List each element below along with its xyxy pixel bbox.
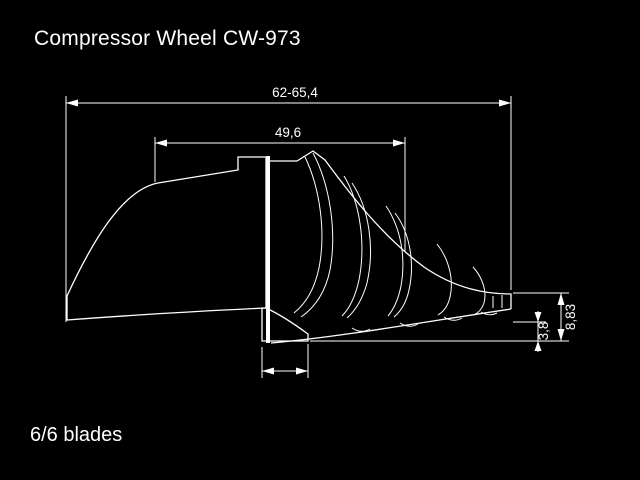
- disc-scallop-4: [480, 311, 498, 316]
- blade-profile-3-inner: [385, 205, 404, 317]
- arrowhead-top: [534, 312, 542, 322]
- arrowhead-right: [499, 99, 511, 107]
- blade-profile-5: [472, 266, 486, 316]
- blade-profile-2: [346, 182, 371, 319]
- dimension-exducer-height: 8,83: [310, 292, 578, 342]
- dim-inducer-width-label: 49,6: [275, 125, 301, 140]
- disc-scallop-2: [399, 322, 419, 327]
- hub-cross-section: [66, 156, 267, 321]
- arrowhead-left: [262, 367, 274, 375]
- blade-profile-1: [300, 152, 334, 318]
- blade-profile-1-inner: [293, 156, 323, 314]
- dimension-inducer-width: 49,6: [154, 125, 406, 252]
- disc-scallop-3: [443, 316, 463, 321]
- arrowhead-right: [296, 367, 308, 375]
- dim-exducer-height-label: 8,83: [563, 304, 578, 330]
- page-title: Compressor Wheel CW-973: [34, 27, 301, 50]
- disc-bottom-edge: [270, 308, 512, 344]
- arrowhead-bottom: [534, 341, 542, 351]
- dimension-overall-width: 62-65,4: [65, 85, 512, 322]
- blade-profile-4: [436, 243, 452, 316]
- blade-profile-2-inner: [341, 175, 363, 317]
- arrowhead-bottom: [557, 329, 565, 341]
- dim-overall-width-label: 62-65,4: [272, 85, 318, 100]
- arrowhead-left: [66, 99, 78, 107]
- arrowhead-left: [155, 139, 167, 147]
- arrowhead-top: [557, 293, 565, 305]
- dim-blade-tip-height-label: 3,8: [536, 322, 551, 341]
- blades-count-label: 6/6 blades: [30, 424, 123, 446]
- dimension-blade-tip-height: 3,8: [513, 311, 551, 352]
- arrowhead-right: [393, 139, 405, 147]
- wheel-geometry: [66, 150, 512, 344]
- shroud-contour: [270, 150, 512, 309]
- dimension-hub-boss-width: [261, 344, 309, 378]
- disc-scallop-1: [351, 327, 371, 332]
